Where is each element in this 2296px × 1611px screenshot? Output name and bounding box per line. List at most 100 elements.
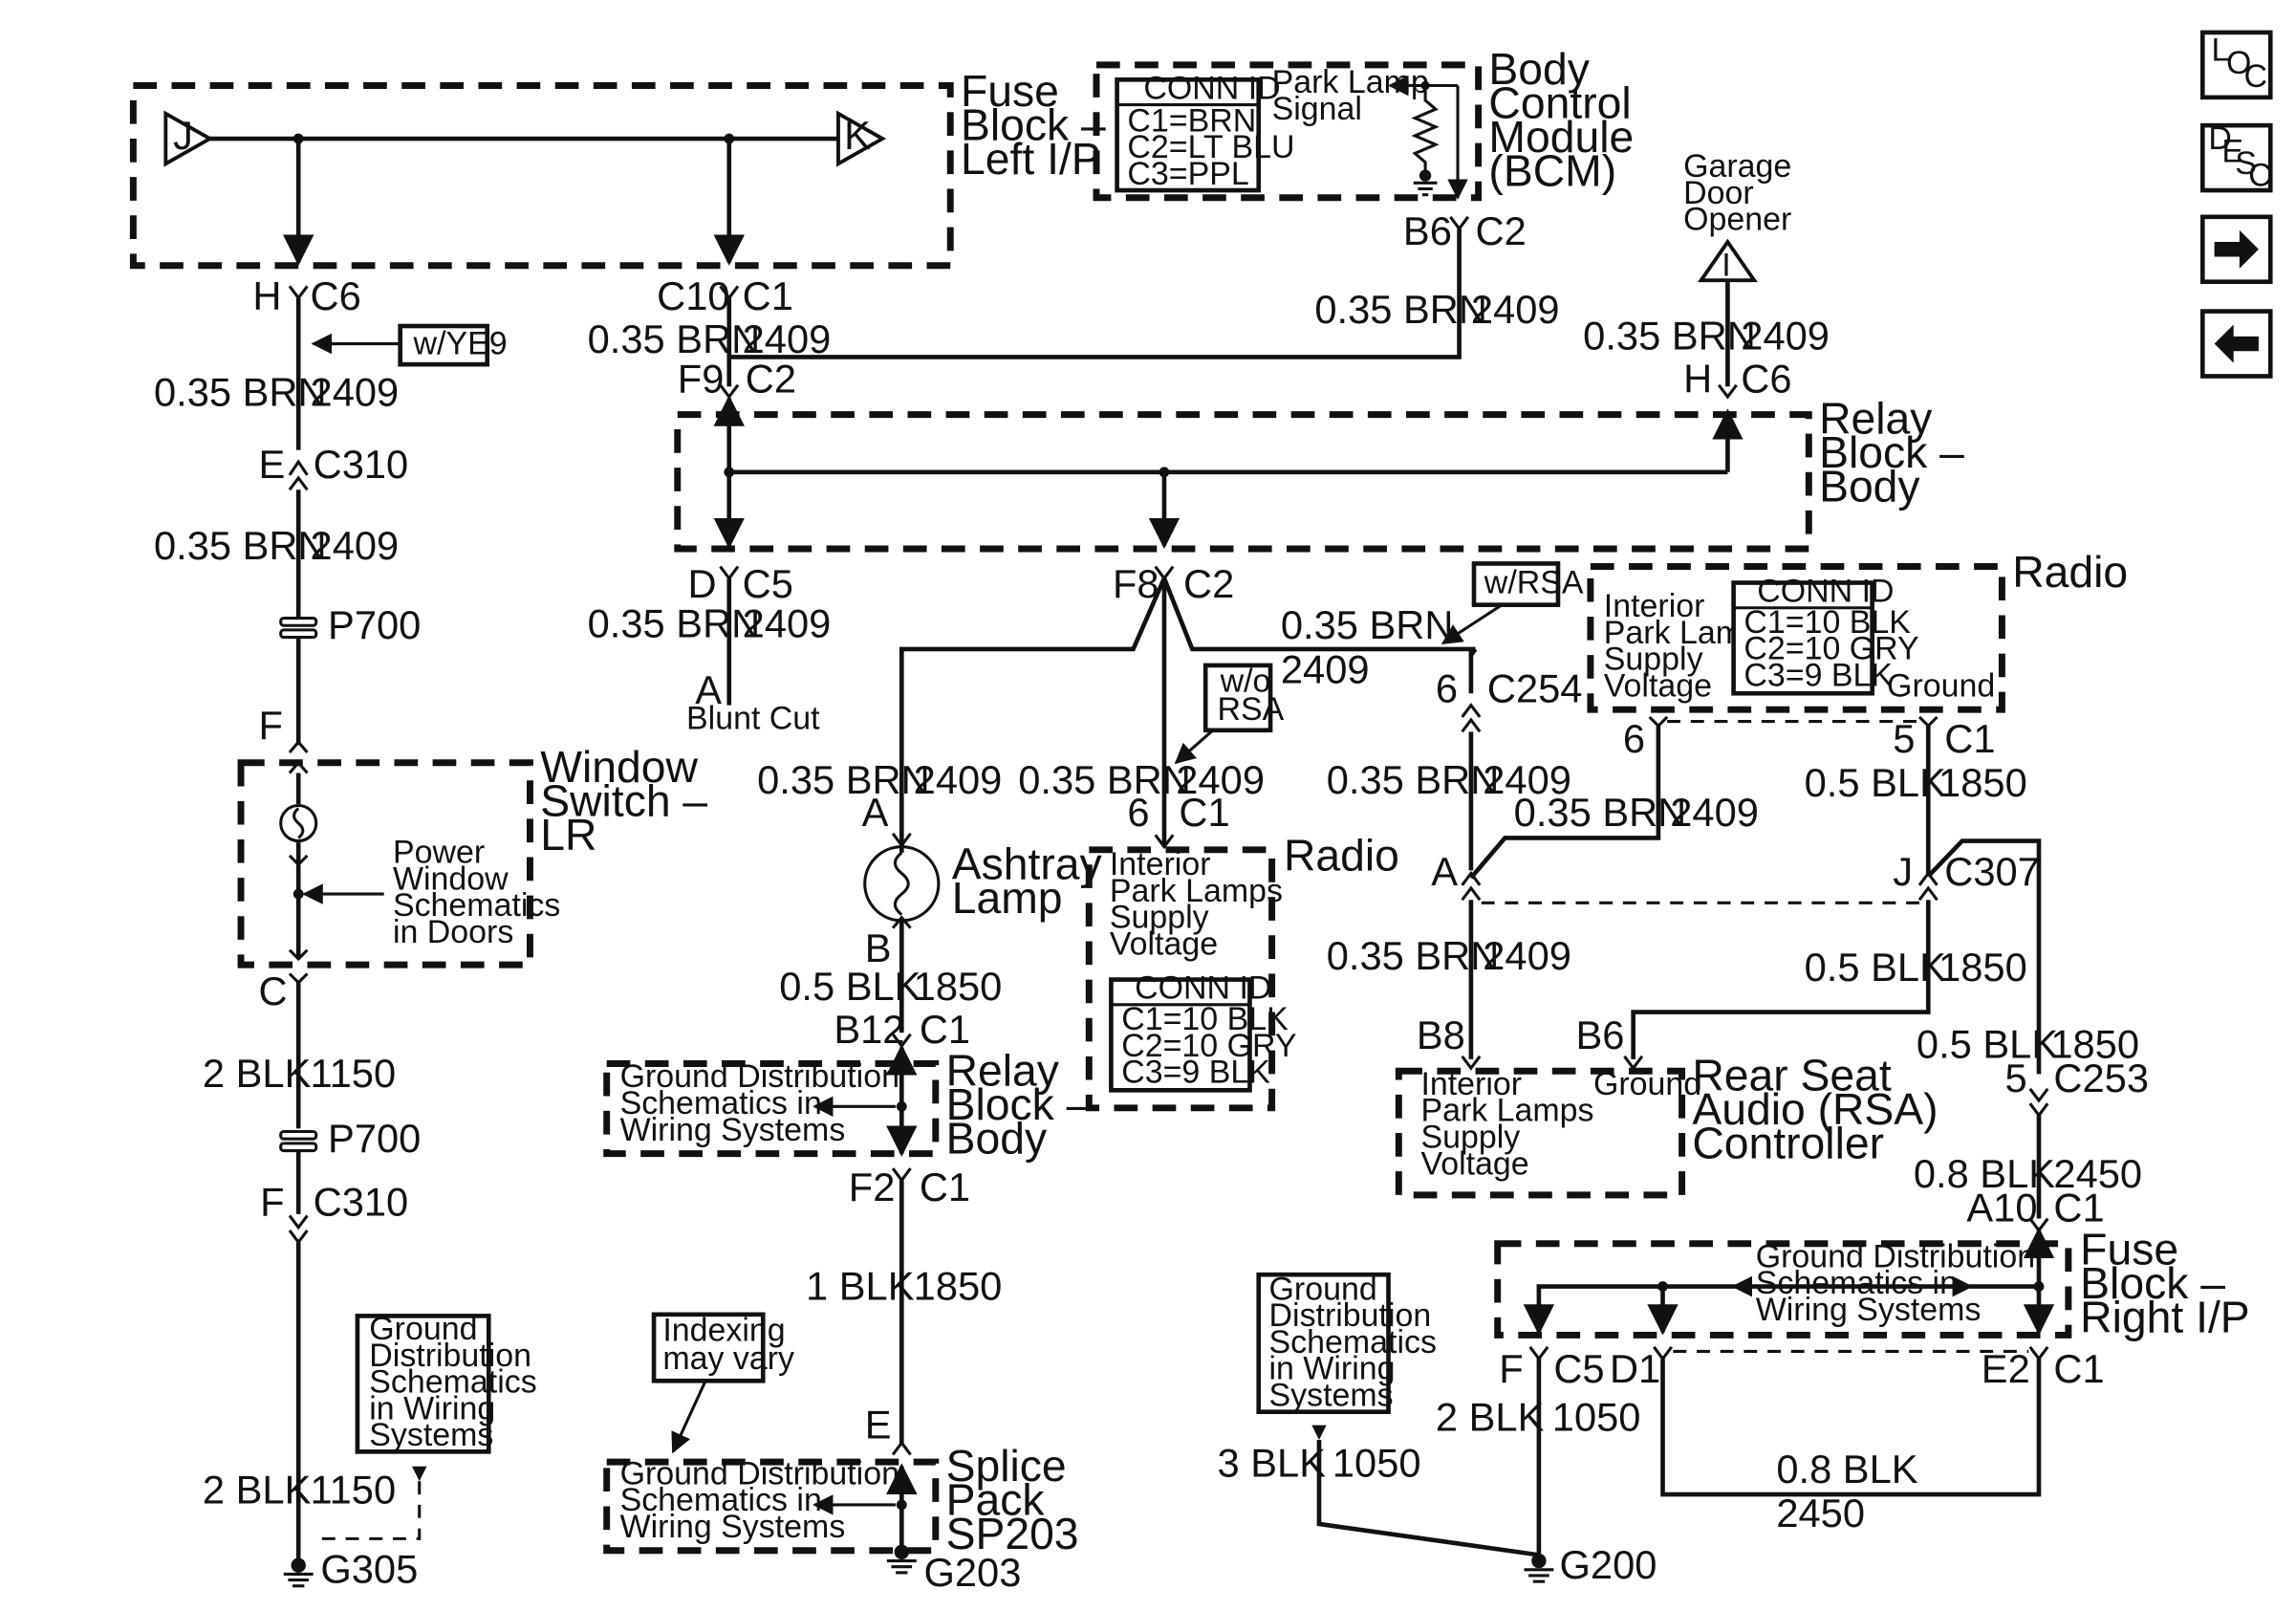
wire-circuit: 2409: [1741, 314, 1830, 359]
pin-e: E: [259, 442, 286, 487]
wire-circuit: 1150: [311, 1467, 397, 1512]
wire-circuit: 1150: [311, 1051, 397, 1096]
connector-c1: C1: [1179, 790, 1229, 835]
description-button[interactable]: D E S C: [2199, 120, 2273, 194]
note-line: Ground: [369, 1311, 477, 1347]
pin-6: 6: [1623, 716, 1645, 761]
bcm-title-2: Control: [1488, 77, 1631, 127]
wire-gauge: 0.35 BRN: [588, 316, 761, 361]
ground-g200: Ground Distribution Schematics in Wiring…: [1218, 1271, 1657, 1587]
f8-splice: F8 C2 0.35 BRN 2409: [899, 561, 1476, 853]
radio-right-conn-c2: C2=10 GRY: [1744, 631, 1918, 667]
connector-c2: C2: [1183, 561, 1234, 606]
fuse-right-title-3: Right I/P: [2080, 1292, 2250, 1341]
note-line: Schematics: [369, 1364, 536, 1401]
window-switch-note-1: Power: [393, 835, 485, 871]
pin-f: F: [260, 1179, 284, 1224]
connector-c5: C5: [743, 561, 793, 606]
relay-block-body-middle: Ground Distribution Schematics in Wiring…: [603, 1044, 1092, 1456]
connector-c1: C1: [2053, 1186, 2104, 1230]
note-line: Ground: [1269, 1271, 1377, 1307]
pin-a: A: [862, 790, 889, 835]
c1-column: C10 C1 0.35 BRN 2409 F9 C2: [588, 273, 832, 401]
pin-h: H: [1683, 356, 1712, 401]
rsa-supply-column: 6 C254 0.35 BRN 2409 A 0.35 BRN 2409 0.3…: [1327, 647, 1924, 1071]
note-without-rsa: [1202, 663, 1273, 733]
note-line: Distribution: [1269, 1297, 1432, 1334]
connector-c5: C5: [1553, 1346, 1604, 1391]
rsa-label-4: Voltage: [1420, 1145, 1528, 1182]
note-indexing-text-2: may vary: [662, 1340, 794, 1377]
window-switch-title-3: LR: [540, 810, 596, 860]
note-without-rsa-text-2: RSA: [1218, 691, 1285, 728]
pin-b12: B12: [834, 1007, 904, 1052]
wire-gauge: 2 BLK: [203, 1051, 312, 1096]
radio-right-ground-label: Ground: [1887, 667, 1995, 704]
wire-circuit: 2409: [1471, 287, 1560, 332]
bcm-title-3: Module: [1488, 112, 1634, 162]
rsa-title-2: Audio (RSA): [1692, 1084, 1938, 1134]
desc-letter-e: E: [2221, 134, 2243, 170]
arrow-right-icon: [2214, 229, 2259, 269]
fuse-block-left-ip: J K Fuse Block – Left I/P: [129, 66, 1106, 270]
rsa-controller: Interior Park Lamps Supply Voltage Groun…: [1395, 1050, 1939, 1199]
wire-circuit: 1050: [1332, 1441, 1421, 1486]
garage-door-symbol: I: [1722, 248, 1730, 284]
bcm-conn-id-table: [1115, 77, 1262, 193]
loc-letter-o: O: [2226, 45, 2251, 81]
wire-gauge: 0.35 BRN: [154, 369, 327, 414]
rsa-label-3: Supply: [1420, 1119, 1520, 1155]
wire-gauge: 0.35 BRN: [1327, 933, 1500, 978]
location-button[interactable]: L O C: [2199, 30, 2273, 100]
radio-center-conn-id-table: [1109, 977, 1252, 1093]
garage-door-opener: Garage Door Opener I 0.35 BRN 2409 H C6: [1583, 148, 1830, 401]
pin-f: F: [1499, 1346, 1523, 1391]
connector-c1: C1: [1944, 716, 1995, 761]
pin-f2: F2: [849, 1165, 896, 1209]
left-circuit-column: H C6 w/YE9 0.35 BRN 2409 E C310 0.35 BRN…: [154, 273, 508, 753]
radio-right-conn-title: CONN ID: [1757, 574, 1894, 610]
wire-gauge: 2 BLK: [1436, 1395, 1545, 1440]
radio-right-conn-c1: C1=10 BLK: [1744, 604, 1911, 641]
fuse-right-note-2: Schematics in: [1756, 1265, 1958, 1301]
fuse-block-right-ip: Ground Distribution Schematics in Wiring…: [1436, 1224, 2250, 1556]
fuse-right-title-1: Fuse: [2080, 1224, 2178, 1274]
splice-note-2: Schematics in: [620, 1482, 822, 1518]
splice-title-1: Splice: [946, 1441, 1067, 1491]
radio-center-conn-c2: C2=10 GRY: [1121, 1028, 1296, 1064]
wire-circuit: 2409: [1483, 757, 1571, 802]
forward-button[interactable]: [2199, 214, 2273, 285]
relay-mid-note-1: Ground Distribution: [620, 1058, 899, 1095]
back-button[interactable]: [2199, 309, 2273, 379]
ground-g203-icon: [894, 1544, 910, 1559]
ashtray-lamp-bulb-icon: [863, 845, 941, 923]
wire-circuit: 2409: [914, 757, 1003, 802]
pin-h: H: [252, 273, 281, 318]
inline-p700-bottom: P700: [328, 1116, 421, 1161]
wire-gauge: 0.35 BRN: [1281, 602, 1454, 647]
connector-c310: C310: [314, 442, 409, 487]
relay-block-top-title-3: Body: [1819, 462, 1920, 512]
radio-right-conn-c3: C3=9 BLK: [1744, 658, 1893, 694]
desc-letter-c: C: [2248, 157, 2272, 193]
note-indexing: [651, 1312, 766, 1383]
connector-c1: C1: [920, 1165, 970, 1209]
pin-d: D: [688, 561, 717, 606]
pin-5: 5: [2005, 1056, 2027, 1100]
wire-gauge: 0.35 BRN: [1327, 757, 1500, 802]
rsa-title-3: Controller: [1692, 1118, 1884, 1167]
note-line: in Wiring: [369, 1390, 495, 1426]
window-switch-title-1: Window: [540, 742, 698, 792]
pin-j: J: [1893, 849, 1913, 894]
bcm-title-4: (BCM): [1488, 145, 1616, 195]
ground-g200-label: G200: [1560, 1542, 1657, 1587]
radio-center-label-2: Park Lamps: [1110, 873, 1283, 909]
note-line: Systems: [369, 1417, 493, 1453]
wire-gauge: 0.5 BLK: [779, 964, 921, 1009]
note-without-rsa-text-1: w/o: [1220, 664, 1271, 700]
arrow-left-icon: [2214, 324, 2259, 363]
fuse-right-note-1: Ground Distribution: [1756, 1238, 2035, 1274]
pin-f: F: [259, 703, 283, 748]
ashtray-lamp-title-2: Lamp: [952, 873, 1063, 923]
body-control-module: CONN ID C1=BRN C2=LT BLU C3=PPL Park Lam…: [1093, 44, 1634, 202]
